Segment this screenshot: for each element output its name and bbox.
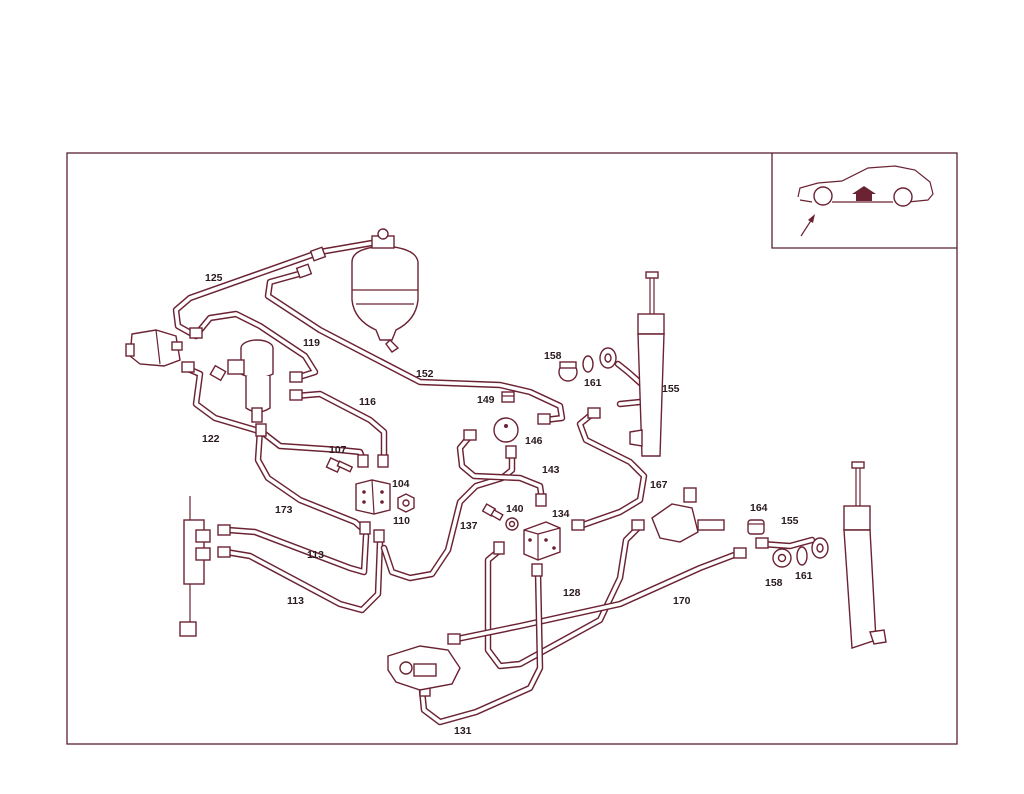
regulator-131 (387, 645, 461, 691)
label-173: 173 (275, 504, 293, 516)
pipe-131 (418, 568, 544, 726)
label-167: 167 (650, 479, 668, 491)
label-149: 149 (477, 394, 495, 406)
seal-158-right (772, 548, 792, 568)
label-143: 143 (542, 464, 560, 476)
cap-149 (501, 391, 515, 403)
ring-161-left (582, 347, 617, 373)
label-128: 128 (563, 587, 581, 599)
label-113-upper: 113 (307, 549, 324, 561)
label-137: 137 (460, 520, 478, 532)
valve-left (125, 329, 183, 367)
strut-left (629, 271, 665, 457)
fitting-137 (481, 503, 504, 522)
label-116: 116 (359, 396, 376, 408)
hydraulic-pump (227, 339, 274, 423)
label-146: 146 (525, 435, 543, 447)
label-113-lower: 113 (287, 595, 304, 607)
label-119: 119 (303, 337, 320, 349)
fittings (181, 246, 769, 697)
label-134: 134 (552, 508, 570, 520)
level-valve-113 (179, 496, 211, 637)
label-110: 110 (393, 515, 410, 527)
damper-146 (493, 417, 519, 443)
bolt-107 (325, 457, 354, 473)
cap-164 (747, 519, 765, 535)
valve-167 (651, 487, 725, 543)
label-155-left: 155 (662, 383, 680, 395)
label-107: 107 (329, 444, 347, 456)
label-152: 152 (416, 368, 434, 380)
label-164: 164 (750, 502, 768, 514)
pressure-reservoir (351, 228, 419, 353)
car-front-arrow-icon (797, 165, 934, 237)
inset-locator (771, 153, 957, 249)
label-131: 131 (454, 725, 472, 737)
diagram-frame (66, 152, 958, 745)
label-170: 170 (673, 595, 691, 607)
label-161-right: 161 (795, 570, 813, 582)
strut-right (843, 461, 887, 649)
ring-161-right (796, 537, 829, 566)
seal-158-left (558, 361, 578, 382)
ring-140 (505, 517, 519, 531)
label-155-right: 155 (781, 515, 799, 527)
nut-110 (397, 493, 415, 513)
label-140: 140 (506, 503, 524, 515)
pipe-170 (448, 548, 746, 644)
label-158-left: 158 (544, 350, 562, 362)
valve-block-134 (523, 521, 561, 561)
label-125: 125 (205, 272, 223, 284)
label-158-right: 158 (765, 577, 783, 589)
label-122: 122 (202, 433, 220, 445)
pipes (172, 239, 816, 726)
label-161-left: 161 (584, 377, 602, 389)
label-104: 104 (392, 478, 410, 490)
callout-labels: 125 119 152 122 116 107 104 110 173 113 … (202, 272, 813, 737)
valve-block-104 (355, 479, 391, 515)
